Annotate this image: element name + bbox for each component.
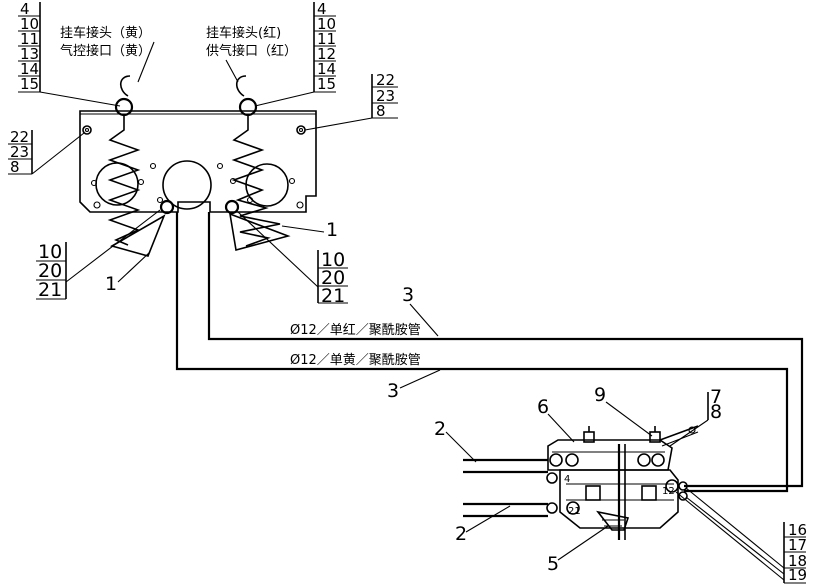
callout-left-top-0: 4	[20, 0, 30, 18]
callout-three-lower: 3	[387, 380, 399, 402]
svg-text:12: 12	[662, 486, 675, 497]
bracket-cone-left	[109, 214, 166, 257]
callout-one-right: 1	[326, 219, 338, 241]
spiral-hose-right	[231, 115, 281, 247]
label-coupling-red: 挂车接头(红)	[206, 25, 281, 41]
mounting-plate	[79, 97, 317, 215]
label-coupling-yellow: 挂车接头（黄）	[60, 25, 151, 41]
callout-six: 6	[537, 396, 549, 418]
pipe-red	[207, 212, 804, 488]
label-pipe-yellow: Ø12／单黄／聚酰胺管	[290, 353, 421, 368]
callout-right-top-1: 10	[317, 15, 336, 33]
callout-valve-0: 16	[788, 521, 807, 539]
relay-valve: 4 21 12	[546, 425, 699, 540]
callout-stack-bracket-left: 22 23 8	[8, 128, 85, 176]
callout-left-top-5: 15	[20, 75, 39, 93]
callout-valve-3: 19	[788, 566, 807, 584]
callout-right-top-0: 4	[317, 0, 327, 18]
callout-left-top-4: 14	[20, 60, 39, 78]
callout-lower-right-1: 20	[321, 267, 345, 289]
callout-lower-right-0: 10	[321, 249, 345, 271]
callout-right-top-3: 12	[317, 45, 336, 63]
pipe-yellow	[175, 212, 789, 493]
callout-two-lower: 2	[455, 523, 467, 545]
callout-right-top-5: 15	[317, 75, 336, 93]
callout-left-top-2: 11	[20, 30, 39, 48]
callout-right-top-2: 11	[317, 30, 336, 48]
callout-stack-top-left: 4 10 11 13 14 15	[18, 0, 121, 107]
callout-bracket-right-1: 23	[376, 87, 395, 105]
svg-text:4: 4	[564, 474, 570, 485]
callout-five: 5	[547, 553, 559, 575]
callout-bracket-right-2: 8	[376, 102, 386, 120]
callout-stack-bracket-right: 22 23 8	[304, 71, 398, 131]
coupling-hook-left	[119, 75, 131, 97]
callout-bracket-left-2: 8	[10, 158, 20, 176]
callout-stack-valve-top: 7 8	[669, 386, 722, 447]
callout-left-top-1: 10	[20, 15, 39, 33]
spiral-hose-left	[107, 115, 141, 246]
callout-three-upper: 3	[402, 284, 414, 306]
callout-stack-lower-left: 10 20 21	[36, 209, 161, 301]
callout-bracket-left-1: 23	[10, 143, 29, 161]
callout-lower-left-1: 20	[38, 260, 62, 282]
bracket-cone-right	[228, 212, 291, 252]
svg-text:21: 21	[568, 506, 581, 517]
callout-lower-left-2: 21	[38, 279, 62, 301]
callout-stack-valve: 16 17 18 19	[675, 487, 807, 584]
callout-stack-top-right: 4 10 11 12 14 15	[254, 0, 336, 107]
coupling-hook-right	[235, 75, 247, 97]
callout-valve-top-0: 7	[710, 386, 722, 408]
callout-valve-2: 18	[788, 552, 807, 570]
callout-right-top-4: 14	[317, 60, 336, 78]
callout-bracket-left-0: 22	[10, 128, 29, 146]
callout-stack-lower-right: 10 20 21	[237, 211, 348, 307]
callout-lower-left-0: 10	[38, 241, 62, 263]
label-control-port-yellow: 气控接口（黄）	[60, 43, 151, 59]
callout-valve-top-1: 8	[710, 401, 722, 423]
callout-left-top-3: 13	[20, 45, 39, 63]
callout-valve-1: 17	[788, 536, 807, 554]
label-pipe-red: Ø12／单红／聚酰胺管	[290, 322, 421, 338]
callout-bracket-right-0: 22	[376, 71, 395, 89]
callout-nine: 9	[594, 384, 606, 406]
label-supply-port-red: 供气接口（红）	[206, 43, 297, 59]
callout-two-upper: 2	[434, 418, 446, 440]
callout-one-left: 1	[105, 273, 117, 295]
callout-lower-right-2: 21	[321, 285, 345, 307]
pipe-item-2	[463, 458, 548, 518]
